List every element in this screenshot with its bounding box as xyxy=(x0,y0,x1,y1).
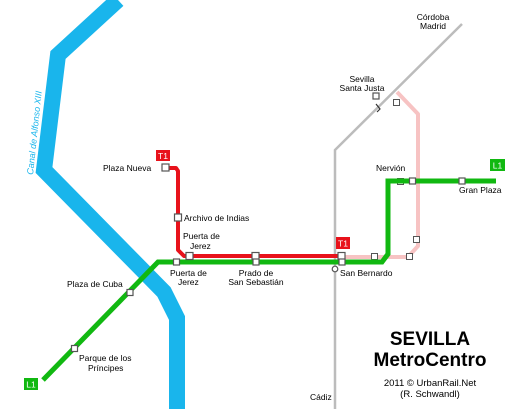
station-marker-planned xyxy=(371,253,378,260)
station-marker-parque-de-los-principes[interactable] xyxy=(70,344,79,353)
label-nervion: Nervión xyxy=(376,163,406,173)
label-puerta-de-jerez-t1-l1: Puerta de xyxy=(183,231,220,241)
badge-l1-west: L1 xyxy=(24,378,38,390)
label-puerta-de-jerez-t1-l2: Jerez xyxy=(190,241,211,251)
station-marker-san-bernardo-l1[interactable] xyxy=(338,258,346,266)
label-santa-justa-l2: Santa Justa xyxy=(340,83,385,93)
t1-planned-extension xyxy=(342,90,420,259)
station-marker-puerta-de-jerez-l1[interactable] xyxy=(172,258,181,266)
label-cordoba-madrid-l2: Madrid xyxy=(420,21,446,31)
station-marker-plaza-nueva[interactable] xyxy=(161,163,170,172)
mainline-rail xyxy=(333,23,463,409)
svg-text:L1: L1 xyxy=(493,161,503,171)
map-title-line1: SEVILLA xyxy=(390,329,471,350)
label-cadiz: Cádiz xyxy=(310,392,332,402)
station-marker-nervion[interactable] xyxy=(408,177,417,185)
station-marker-planned xyxy=(393,99,400,106)
station-marker-santa-justa[interactable] xyxy=(372,92,380,100)
label-prado-l2: San Sebastián xyxy=(228,277,284,287)
map-title-line2: MetroCentro xyxy=(374,350,487,371)
credit-line1: 2011 © UrbanRail.Net xyxy=(384,378,477,389)
line-t1 xyxy=(166,166,344,258)
station-marker-plaza-de-cuba[interactable] xyxy=(126,288,134,297)
label-puerta-de-jerez-l1-l2: Jerez xyxy=(178,277,199,287)
canal-river xyxy=(35,0,185,409)
label-plaza-de-cuba: Plaza de Cuba xyxy=(67,279,123,289)
badge-l1-east: L1 xyxy=(490,159,505,171)
svg-text:L1: L1 xyxy=(26,380,36,390)
label-santa-justa-l1: Sevilla xyxy=(349,74,374,84)
line-l1 xyxy=(41,178,496,382)
badge-t1-east: T1 xyxy=(336,237,350,249)
station-marker-archivo-de-indias[interactable] xyxy=(173,213,183,222)
station-marker-planned xyxy=(413,236,420,243)
label-archivo-de-indias: Archivo de Indias xyxy=(184,213,249,223)
station-marker-gran-plaza[interactable] xyxy=(458,177,466,185)
label-gran-plaza: Gran Plaza xyxy=(459,185,502,195)
label-parque-de-los-principes-l1: Parque de los xyxy=(79,353,131,363)
credit-line2: (R. Schwandl) xyxy=(400,389,460,400)
station-marker-puerta-de-jerez-t1[interactable] xyxy=(185,251,194,261)
badge-t1-north: T1 xyxy=(156,150,170,161)
rail-junction-mark xyxy=(375,103,381,113)
station-marker-prado-l1[interactable] xyxy=(252,258,260,266)
label-plaza-nueva: Plaza Nueva xyxy=(103,163,151,173)
station-marker-san-bernardo-rail[interactable] xyxy=(331,265,339,273)
svg-text:T1: T1 xyxy=(338,239,348,249)
label-san-bernardo: San Bernardo xyxy=(340,268,393,278)
label-prado-l1: Prado de xyxy=(239,268,274,278)
station-marker-planned xyxy=(406,253,413,260)
label-cordoba-madrid-l1: Córdoba xyxy=(417,12,450,22)
label-parque-de-los-principes-l2: Príncipes xyxy=(88,363,123,373)
label-puerta-de-jerez-l1-l1: Puerta de xyxy=(170,268,207,278)
svg-text:T1: T1 xyxy=(158,151,168,161)
